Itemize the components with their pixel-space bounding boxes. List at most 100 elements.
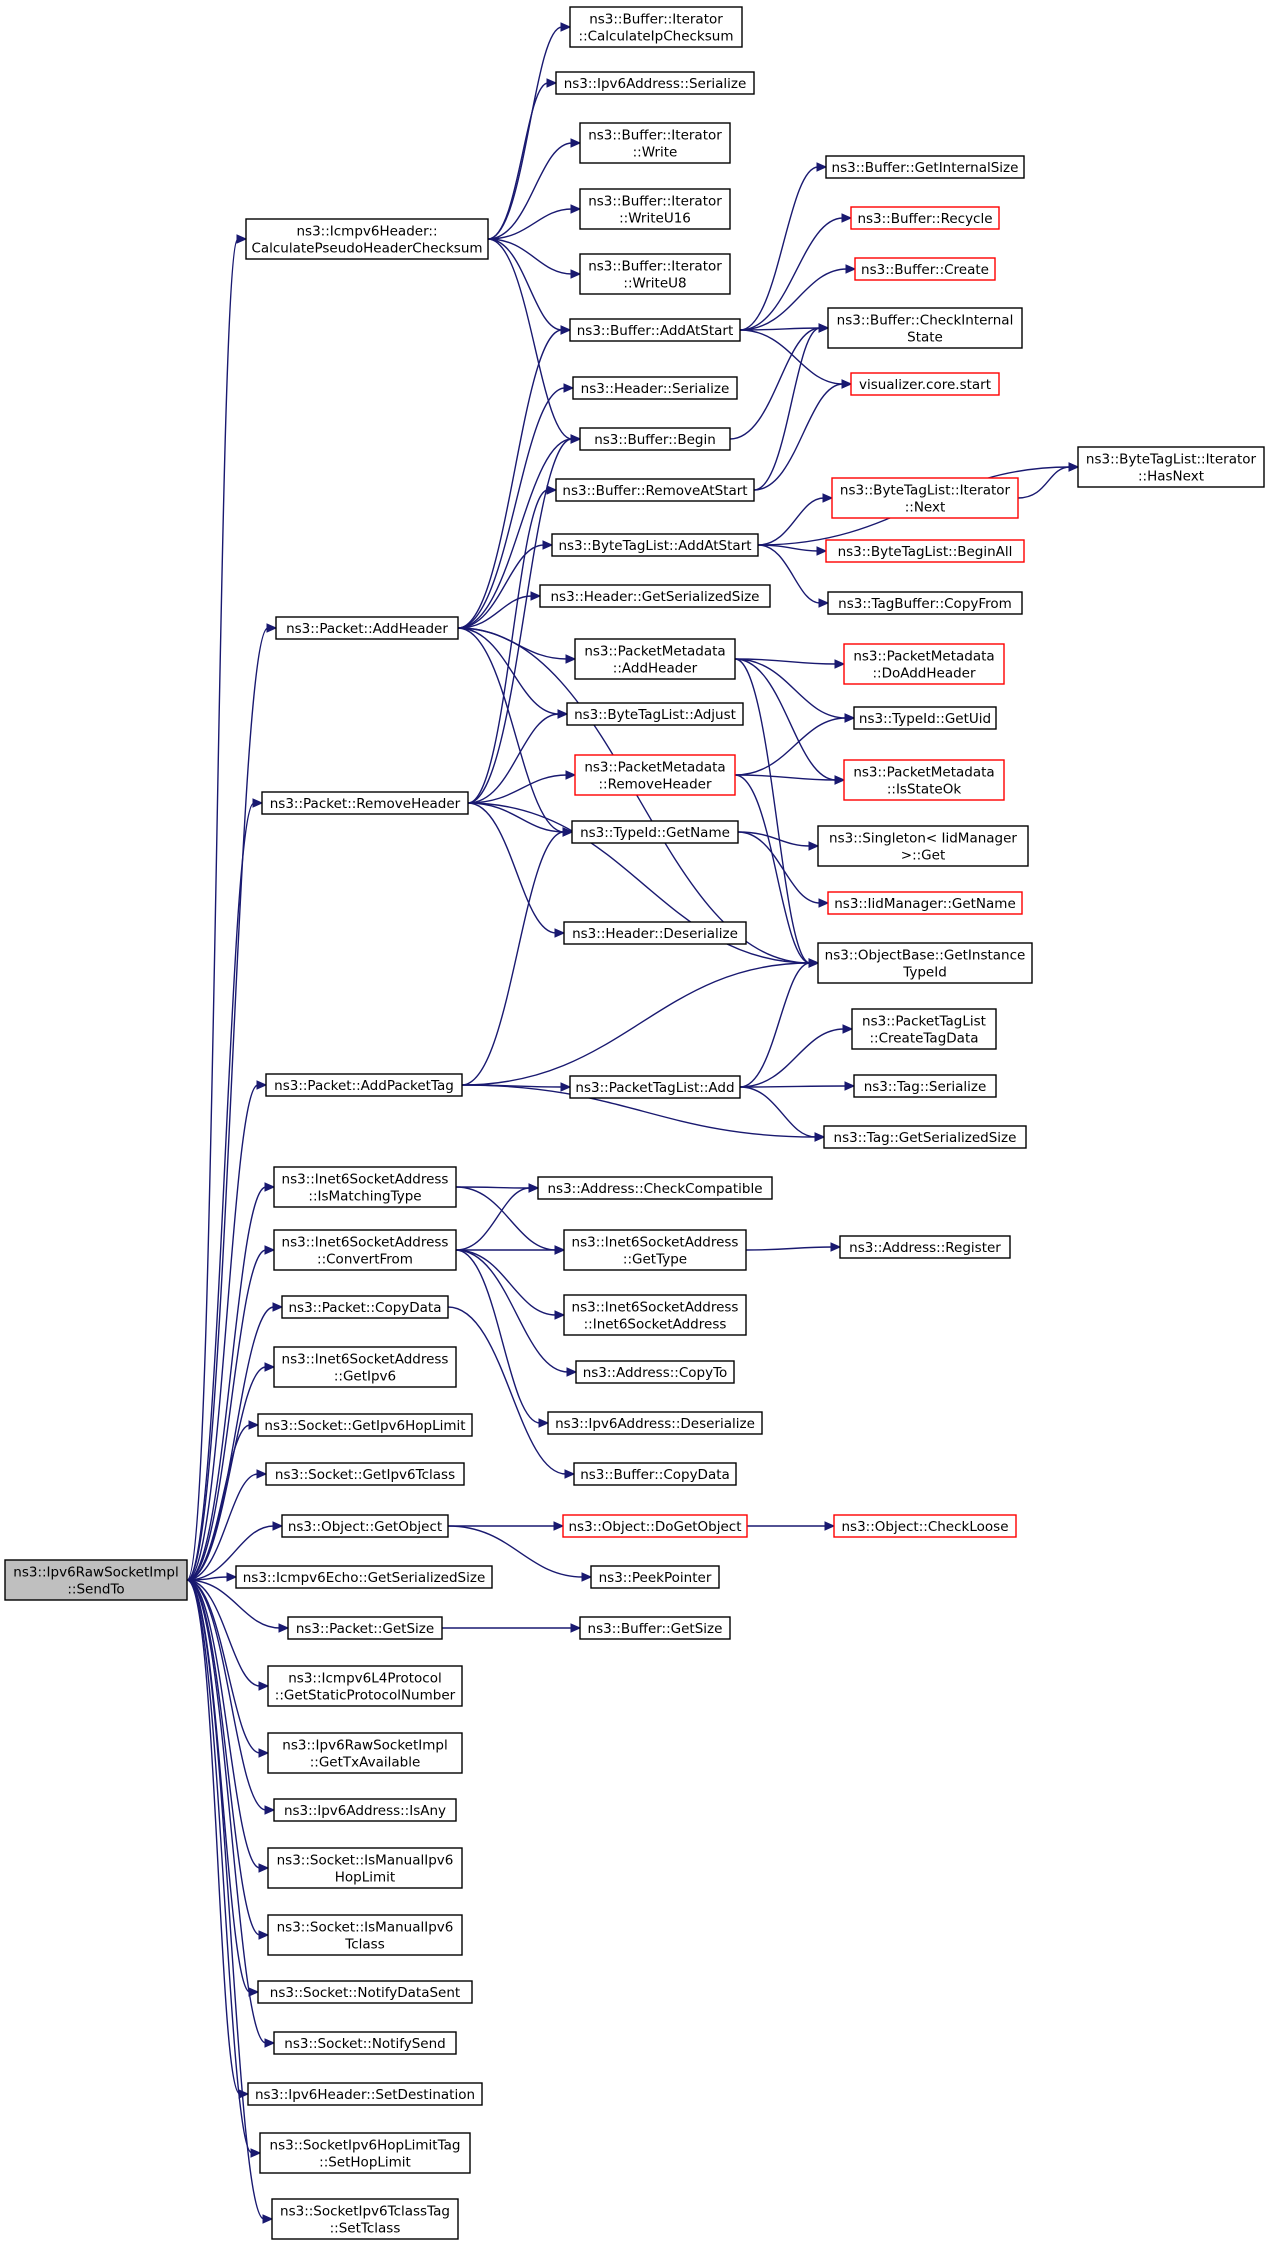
node-sockTclass[interactable]: ns3::Socket::GetIpv6Tclass — [265, 1462, 465, 1486]
node-setTclass[interactable]: ns3::SocketIpv6TclassTag::SetTclass — [271, 2198, 459, 2240]
node-typeGetName[interactable]: ns3::TypeId::GetName — [571, 820, 739, 844]
node-btlAdjust[interactable]: ns3::ByteTagList::Adjust — [566, 702, 744, 726]
node-tagBufCopyFrom[interactable]: ns3::TagBuffer::CopyFrom — [827, 591, 1023, 615]
node-setDest[interactable]: ns3::Ipv6Header::SetDestination — [247, 2082, 483, 2106]
node-box — [853, 706, 997, 730]
node-hdrDeserialize[interactable]: ns3::Header::Deserialize — [563, 921, 747, 945]
node-label: ns3::Socket::GetIpv6Tclass — [275, 1467, 455, 1483]
node-addrCopyTo[interactable]: ns3::Address::CopyTo — [575, 1360, 735, 1384]
node-i6IsMatching[interactable]: ns3::Inet6SocketAddress::IsMatchingType — [273, 1166, 457, 1208]
node-pmIsStateOk[interactable]: ns3::PacketMetadata::IsStateOk — [843, 759, 1005, 801]
node-ipv6Serialize[interactable]: ns3::Ipv6Address::Serialize — [555, 71, 755, 95]
node-objCheckLoose[interactable]: ns3::Object::CheckLoose — [833, 1514, 1017, 1538]
node-label: visualizer.core.start — [859, 377, 991, 393]
node-echoSize[interactable]: ns3::Icmpv6Echo::GetSerializedSize — [235, 1565, 493, 1589]
node-i6GetType[interactable]: ns3::Inet6SocketAddress::GetType — [563, 1229, 747, 1271]
node-pmRemoveHeader[interactable]: ns3::PacketMetadata::RemoveHeader — [574, 754, 736, 796]
node-btlIterHasNext[interactable]: ns3::ByteTagList::Iterator::HasNext — [1077, 446, 1265, 488]
node-pmDoAddHeader[interactable]: ns3::PacketMetadata::DoAddHeader — [843, 643, 1005, 685]
node-bufRecycle[interactable]: ns3::Buffer::Recycle — [850, 206, 1000, 230]
node-sockHopLimit[interactable]: ns3::Socket::GetIpv6HopLimit — [257, 1413, 473, 1437]
node-tagGetSerSize[interactable]: ns3::Tag::GetSerializedSize — [823, 1125, 1027, 1149]
node-bufGetInternalSize[interactable]: ns3::Buffer::GetInternalSize — [825, 155, 1025, 179]
node-txAvail[interactable]: ns3::Ipv6RawSocketImpl::GetTxAvailable — [267, 1732, 463, 1774]
node-bufCopyData[interactable]: ns3::Buffer::CopyData — [573, 1462, 737, 1486]
node-btlAddAtStart[interactable]: ns3::ByteTagList::AddAtStart — [551, 533, 759, 557]
node-addHeader[interactable]: ns3::Packet::AddHeader — [275, 616, 459, 640]
node-bufBegin[interactable]: ns3::Buffer::Begin — [579, 427, 731, 451]
node-notifySend[interactable]: ns3::Socket::NotifySend — [273, 2031, 457, 2055]
node-label: ns3::Address::Register — [849, 1240, 1001, 1256]
node-label: ns3::Buffer::CopyData — [580, 1467, 730, 1483]
node-label: HopLimit — [335, 1870, 395, 1886]
node-btlIterNext[interactable]: ns3::ByteTagList::Iterator::Next — [831, 477, 1019, 519]
edge-btlAddAtStart-to-btlBeginAll — [757, 544, 828, 556]
node-peekPointer[interactable]: ns3::PeekPointer — [590, 1565, 720, 1589]
node-label: ns3::Packet::AddHeader — [286, 621, 448, 637]
node-i6ConvertFrom[interactable]: ns3::Inet6SocketAddress::ConvertFrom — [273, 1229, 457, 1271]
node-ptlCreateTagData[interactable]: ns3::PacketTagList::CreateTagData — [851, 1008, 997, 1050]
node-iterWriteU8[interactable]: ns3::Buffer::Iterator::WriteU8 — [579, 253, 731, 295]
node-bufGetSize[interactable]: ns3::Buffer::GetSize — [579, 1616, 731, 1640]
node-typeGetUid[interactable]: ns3::TypeId::GetUid — [853, 706, 997, 730]
node-addrRegister[interactable]: ns3::Address::Register — [839, 1235, 1011, 1259]
node-label: ::IsStateOk — [887, 782, 961, 798]
node-isAny[interactable]: ns3::Ipv6Address::IsAny — [273, 1798, 457, 1822]
node-vizStart[interactable]: visualizer.core.start — [850, 372, 1000, 396]
node-tagSerialize[interactable]: ns3::Tag::Serialize — [853, 1074, 997, 1098]
node-pktGetSize[interactable]: ns3::Packet::GetSize — [287, 1616, 443, 1640]
node-box — [257, 1980, 473, 2004]
node-doGetObject[interactable]: ns3::Object::DoGetObject — [562, 1514, 748, 1538]
edge-calcPseudo-to-iterWriteU16 — [487, 204, 582, 240]
node-label: ns3::Object::GetObject — [288, 1519, 442, 1535]
node-bufCreate[interactable]: ns3::Buffer::Create — [854, 257, 996, 281]
node-box — [273, 1166, 457, 1208]
node-ptlAdd[interactable]: ns3::PacketTagList::Add — [569, 1075, 741, 1099]
node-singletonGet[interactable]: ns3::Singleton< IidManager >::Get — [817, 825, 1029, 867]
node-box — [573, 1462, 737, 1486]
node-label: ns3::Buffer::Iterator — [589, 12, 723, 28]
node-label: ns3::Inet6SocketAddress — [572, 1235, 739, 1251]
node-label: ns3::Ipv6Address::IsAny — [284, 1803, 446, 1819]
node-hdrGetSerSize[interactable]: ns3::Header::GetSerializedSize — [539, 584, 771, 608]
node-setHopLimit[interactable]: ns3::SocketIpv6HopLimitTag::SetHopLimit — [259, 2132, 471, 2174]
node-copyData[interactable]: ns3::Packet::CopyData — [281, 1295, 449, 1319]
node-notifyDataSent[interactable]: ns3::Socket::NotifyDataSent — [257, 1980, 473, 2004]
node-i6GetIpv6[interactable]: ns3::Inet6SocketAddress::GetIpv6 — [273, 1346, 457, 1388]
edge-root-to-getObject — [186, 1521, 284, 1581]
node-root[interactable]: ns3::Ipv6RawSocketImpl::SendTo — [4, 1559, 188, 1601]
node-iterWrite[interactable]: ns3::Buffer::Iterator::Write — [579, 122, 731, 164]
node-bufRemoveAtStart[interactable]: ns3::Buffer::RemoveAtStart — [555, 478, 755, 502]
edge-btlAddAtStart-to-tagBufCopyFrom — [757, 544, 830, 608]
node-calcIpChecksum[interactable]: ns3::Buffer::Iterator::CalculateIpChecks… — [569, 6, 743, 48]
node-box — [579, 188, 731, 230]
edge-getObject-to-peekPointer — [447, 1525, 593, 1582]
node-iterWriteU16[interactable]: ns3::Buffer::Iterator::WriteU16 — [579, 188, 731, 230]
node-bufAddAtStart[interactable]: ns3::Buffer::AddAtStart — [569, 318, 741, 342]
node-label: ns3::ByteTagList::Iterator — [1086, 452, 1257, 468]
node-i6Ctor[interactable]: ns3::Inet6SocketAddress::Inet6SocketAddr… — [563, 1294, 747, 1336]
node-hdrSerialize[interactable]: ns3::Header::Serialize — [572, 376, 738, 400]
node-label: ::GetStaticProtocolNumber — [275, 1688, 456, 1704]
node-ipv6Deserialize[interactable]: ns3::Ipv6Address::Deserialize — [547, 1411, 763, 1435]
node-box — [273, 2031, 457, 2055]
node-box — [563, 921, 747, 945]
node-getObject[interactable]: ns3::Object::GetObject — [281, 1514, 449, 1538]
node-btlBeginAll[interactable]: ns3::ByteTagList::BeginAll — [825, 539, 1025, 563]
node-box — [261, 791, 469, 815]
node-label: Tclass — [344, 1937, 384, 1953]
node-removeHeader[interactable]: ns3::Packet::RemoveHeader — [261, 791, 469, 815]
edge-addHeader-to-bufAddAtStart — [457, 325, 572, 629]
node-iidGetName[interactable]: ns3::IidManager::GetName — [827, 891, 1023, 915]
node-addPacketTag[interactable]: ns3::Packet::AddPacketTag — [265, 1073, 463, 1097]
node-addrCheckCompat[interactable]: ns3::Address::CheckCompatible — [537, 1176, 773, 1200]
node-calcPseudo[interactable]: ns3::Icmpv6Header::CalculatePseudoHeader… — [245, 218, 489, 260]
node-pmAddHeader[interactable]: ns3::PacketMetadata::AddHeader — [574, 638, 736, 680]
edge-i6GetType-to-addrRegister — [745, 1242, 842, 1252]
node-l4Proto[interactable]: ns3::Icmpv6L4Protocol::GetStaticProtocol… — [267, 1665, 463, 1707]
